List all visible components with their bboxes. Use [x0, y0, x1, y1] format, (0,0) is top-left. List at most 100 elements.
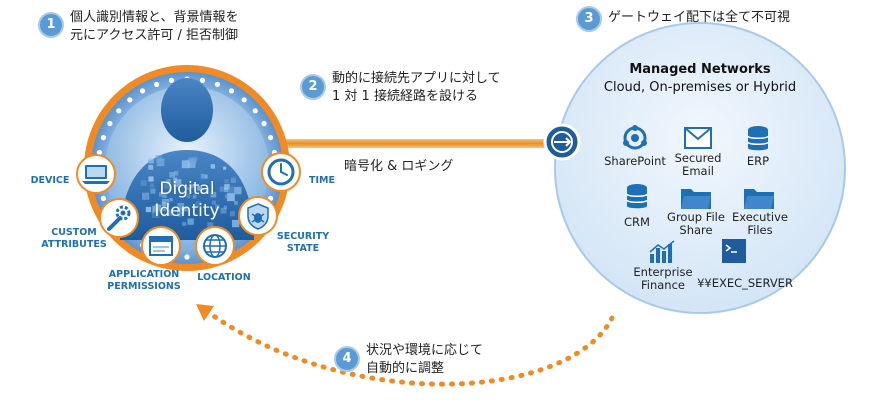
ring-dot [168, 77, 175, 83]
terminal-icon [722, 239, 746, 263]
service-exec-server: ¥¥EXEC_SERVER [690, 277, 800, 290]
pixel-square [151, 210, 160, 218]
step-2-badge: 2 [300, 74, 326, 100]
pixel-square [152, 205, 159, 212]
pixel-square [177, 213, 182, 217]
attr-security-line-2: STATE [286, 243, 320, 254]
attr-custom-line-2: ATTRIBUTES [41, 239, 107, 250]
pixel-square [232, 219, 240, 228]
attr-security-line-1: SECURITY [276, 231, 330, 242]
service-email-line-2: Email [682, 164, 714, 178]
pixel-square [224, 179, 229, 184]
ring-dot [116, 108, 122, 114]
attr-label-location: LOCATION [194, 272, 254, 284]
pixel-square [195, 201, 202, 207]
step-4-line-1: 状況や環境に応じて [366, 343, 484, 358]
service-exec-line-2: Files [747, 223, 773, 237]
pixel-square [234, 186, 242, 195]
pixel-square [234, 201, 238, 205]
service-crm: CRM [597, 216, 677, 229]
service-enterprise-finance: Enterprise Finance [623, 266, 703, 292]
globe-icon [195, 226, 235, 266]
pixel-square [156, 158, 165, 167]
pixel-square [182, 221, 187, 226]
feedback-arrow-head [196, 304, 214, 321]
step-3-badge: 3 [576, 6, 602, 32]
ring-dot [214, 81, 220, 87]
step-4-text: 状況や環境に応じて 自動的に調整 [366, 342, 483, 378]
folder-icon [744, 189, 774, 209]
pixel-square [224, 187, 229, 193]
database-icon [626, 184, 648, 209]
service-server-line-1: ¥¥EXEC_SERVER [697, 276, 793, 290]
ring-dot [139, 88, 146, 94]
ring-dot [100, 195, 106, 201]
adaptive-feedback-arrow [202, 307, 615, 387]
ring-dot [96, 149, 102, 156]
service-executive-files: Executive Files [720, 211, 800, 237]
window-icon [141, 226, 181, 266]
service-sharepoint: SharePoint [595, 155, 675, 168]
network-title: Managed Networks [629, 62, 771, 77]
attr-label-device: DEVICE [28, 175, 72, 187]
pixel-square [159, 191, 164, 197]
envelope-icon [684, 127, 712, 149]
service-sharepoint-line-1: SharePoint [604, 154, 666, 168]
pixel-square [229, 211, 235, 217]
step-4-line-2: 自動的に調整 [366, 361, 445, 376]
pixel-square [230, 177, 236, 183]
service-erp-line-1: ERP [746, 154, 770, 168]
pixel-square [212, 200, 216, 205]
pixel-square [148, 164, 154, 170]
ring-dot [261, 120, 267, 127]
ring-dot [228, 88, 235, 94]
ring-dot [100, 135, 106, 141]
pixel-square [227, 186, 236, 194]
connection-label: 暗号化 & ロギング [344, 159, 454, 174]
managed-network-circle [554, 22, 846, 314]
pixel-square [210, 164, 215, 169]
pixel-square [187, 218, 194, 225]
pixel-square [161, 199, 170, 207]
pixel-square [140, 180, 147, 187]
ring-dot [154, 81, 160, 87]
folder-icon [681, 189, 711, 209]
shield-bug-icon [238, 196, 278, 236]
pixel-square [163, 183, 170, 189]
pixel-square [155, 155, 162, 162]
pixel-square [161, 213, 166, 217]
pixel-square [223, 205, 228, 209]
pixel-square [186, 194, 191, 198]
step-1-text: 個人識別情報と、背景情報を 元にアクセス許可 / 拒否制御 [70, 9, 238, 45]
attr-label-application-permissions: APPLICATION PERMISSIONS [104, 269, 184, 293]
digital-identity-label: Digital Identity [137, 178, 237, 222]
ring-dot [107, 120, 113, 127]
ring-dot [241, 97, 247, 103]
step-2-line-1: 動的に接続先アプリに対して [332, 71, 501, 86]
pixel-square [150, 188, 156, 194]
step-3-line-1: ゲートウェイ配下は全て不可視 [608, 10, 791, 25]
service-gfs-line-1: Group File [667, 210, 725, 224]
step-2-line-2: 1 対 1 接続経路を設ける [332, 89, 478, 104]
digital-identity-line-2: Identity [154, 201, 220, 221]
pixel-square [188, 160, 196, 168]
service-finance-line-1: Enterprise [633, 265, 693, 279]
pixel-square [169, 198, 173, 202]
pixel-square [173, 179, 182, 188]
pixel-square [192, 194, 197, 199]
pixel-square [207, 222, 214, 229]
pixel-square [197, 185, 202, 191]
database-icon [747, 126, 769, 151]
pixel-square [226, 193, 235, 202]
pixel-square [203, 174, 208, 179]
attr-app-line-1: APPLICATION [108, 269, 180, 280]
pixel-square [181, 160, 190, 169]
sharepoint-icon [623, 125, 647, 150]
step-1-line-1: 個人識別情報と、背景情報を [70, 10, 239, 25]
pixel-square [200, 173, 206, 179]
ring-dot [184, 254, 190, 260]
bar-chart-icon [649, 240, 675, 263]
step-1-line-2: 元にアクセス許可 / 拒否制御 [70, 28, 238, 43]
pixel-square [145, 206, 152, 213]
